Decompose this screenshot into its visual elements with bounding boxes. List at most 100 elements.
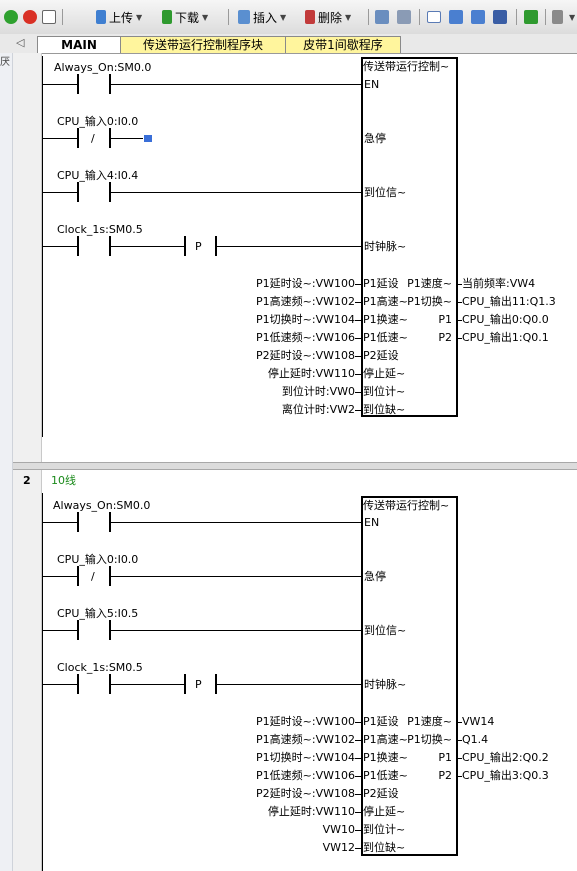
contact-no[interactable] <box>109 620 111 640</box>
block-pin-arrival: 到位信~ <box>364 186 407 199</box>
param-address[interactable]: P1低速频~:VW106 <box>256 769 355 782</box>
contact-nc[interactable] <box>109 566 111 586</box>
contact-nc[interactable] <box>77 566 79 586</box>
pulse-contact[interactable] <box>215 236 217 256</box>
contact-no[interactable] <box>77 236 79 256</box>
pin-stub <box>355 410 361 411</box>
contact-label: CPU_输入0:I0.0 <box>57 115 139 128</box>
ladder-editor[interactable]: 2 10线 Always_On:SM0.0 CPU_输入0:I0.0 / CPU… <box>13 53 577 871</box>
delete-button[interactable]: 删除 ▼ <box>305 8 351 26</box>
contact-no[interactable] <box>77 74 79 94</box>
pulse-contact[interactable] <box>184 236 186 256</box>
output-address[interactable]: VW14 <box>462 715 495 728</box>
contact-no[interactable] <box>77 182 79 202</box>
wire <box>217 684 361 685</box>
contact-no[interactable] <box>109 74 111 94</box>
pin-stub <box>355 812 361 813</box>
stop-icon[interactable] <box>23 8 37 26</box>
output-pin: P1速度~ <box>407 715 452 728</box>
wire <box>111 84 361 85</box>
arrow-left-icon[interactable] <box>449 8 463 26</box>
output-address[interactable]: CPU_输出0:Q0.0 <box>462 313 549 326</box>
grid-icon[interactable] <box>397 8 411 26</box>
pin-stub <box>355 794 361 795</box>
contact-no[interactable] <box>77 512 79 532</box>
pin-stub <box>456 776 462 777</box>
param-address[interactable]: 停止延时:VW110 <box>267 805 355 818</box>
param-pin: 到位计~ <box>363 385 406 398</box>
insert-button[interactable]: 插入 ▼ <box>238 8 286 26</box>
upload-button[interactable]: 上传 ▼ <box>96 8 142 26</box>
more-icon[interactable]: ▼ <box>569 12 576 22</box>
cursor-marker <box>144 135 152 142</box>
block-pin-arrival: 到位信~ <box>364 624 407 637</box>
download-button[interactable]: 下载 ▼ <box>162 8 208 26</box>
wire <box>42 684 78 685</box>
pulse-symbol: P <box>195 678 202 691</box>
download-label: 下载 <box>175 10 200 25</box>
pin-stub <box>355 356 361 357</box>
pin-stub <box>355 284 361 285</box>
contact-no[interactable] <box>109 512 111 532</box>
contact-label: CPU_输入5:I0.5 <box>57 607 139 620</box>
param-pin: P1换速~ <box>363 751 408 764</box>
param-address[interactable]: P2延时设~:VW108 <box>256 787 355 800</box>
contact-nc[interactable] <box>77 128 79 148</box>
rung2-comment[interactable]: 10线 <box>51 474 76 487</box>
output-address[interactable]: CPU_输出1:Q0.1 <box>462 331 549 344</box>
contact-no[interactable] <box>77 674 79 694</box>
function-block[interactable] <box>361 57 458 417</box>
delete-label: 删除 <box>318 10 343 25</box>
tab-conveyor-block[interactable]: 传送带运行控制程序块 <box>120 36 286 53</box>
param-address[interactable]: 离位计时:VW2 <box>281 403 355 416</box>
output-pin: P1切换~ <box>407 733 452 746</box>
wire <box>42 246 78 247</box>
run-icon[interactable] <box>4 8 18 26</box>
contact-label: Always_On:SM0.0 <box>54 61 152 74</box>
output-pin: P1切换~ <box>407 295 452 308</box>
param-address[interactable]: VW10 <box>322 823 355 836</box>
param-address[interactable]: P1切换时~:VW104 <box>256 313 355 326</box>
contact-no[interactable] <box>109 674 111 694</box>
upload-label: 上传 <box>109 10 134 25</box>
box-icon[interactable] <box>427 8 441 26</box>
contact-no[interactable] <box>109 182 111 202</box>
param-address[interactable]: VW12 <box>322 841 355 854</box>
green-arrow-icon[interactable] <box>524 8 538 26</box>
param-address[interactable]: P1延时设~:VW100 <box>256 277 355 290</box>
tab-scroll-left-icon[interactable]: ◁ <box>16 36 25 49</box>
param-address[interactable]: P1延时设~:VW100 <box>256 715 355 728</box>
tab-main[interactable]: MAIN <box>37 36 121 53</box>
param-address[interactable]: P2延时设~:VW108 <box>256 349 355 362</box>
wire <box>42 192 78 193</box>
output-address[interactable]: Q1.4 <box>462 733 489 746</box>
lock-icon[interactable] <box>552 8 563 26</box>
power-rail <box>42 493 43 871</box>
checklist-icon[interactable] <box>42 8 56 26</box>
contact-nc[interactable] <box>109 128 111 148</box>
output-address[interactable]: CPU_输出3:Q0.3 <box>462 769 549 782</box>
delete-coil-icon[interactable] <box>493 8 507 26</box>
param-address[interactable]: 到位计时:VW0 <box>281 385 355 398</box>
param-address[interactable]: 停止延时:VW110 <box>267 367 355 380</box>
left-panel-strip: 厌 <box>0 53 13 871</box>
contact-no[interactable] <box>77 620 79 640</box>
output-address[interactable]: CPU_输出11:Q1.3 <box>462 295 556 308</box>
wire <box>111 630 361 631</box>
param-address[interactable]: P1高速频~:VW102 <box>256 295 355 308</box>
param-pin: P1低速~ <box>363 331 408 344</box>
param-address[interactable]: P1切换时~:VW104 <box>256 751 355 764</box>
block-title: 传送带运行控制~ <box>363 499 450 512</box>
tab-belt1-program[interactable]: 皮带1间歇程序 <box>285 36 401 53</box>
param-address[interactable]: P1高速频~:VW102 <box>256 733 355 746</box>
rung-separator <box>13 462 577 470</box>
function-block[interactable] <box>361 496 458 856</box>
pulse-contact[interactable] <box>215 674 217 694</box>
output-address[interactable]: CPU_输出2:Q0.2 <box>462 751 549 764</box>
contact-no[interactable] <box>109 236 111 256</box>
output-address[interactable]: 当前频率:VW4 <box>462 277 536 290</box>
arrow-right-icon[interactable] <box>471 8 485 26</box>
param-address[interactable]: P1低速频~:VW106 <box>256 331 355 344</box>
pulse-contact[interactable] <box>184 674 186 694</box>
network-icon[interactable] <box>375 8 389 26</box>
